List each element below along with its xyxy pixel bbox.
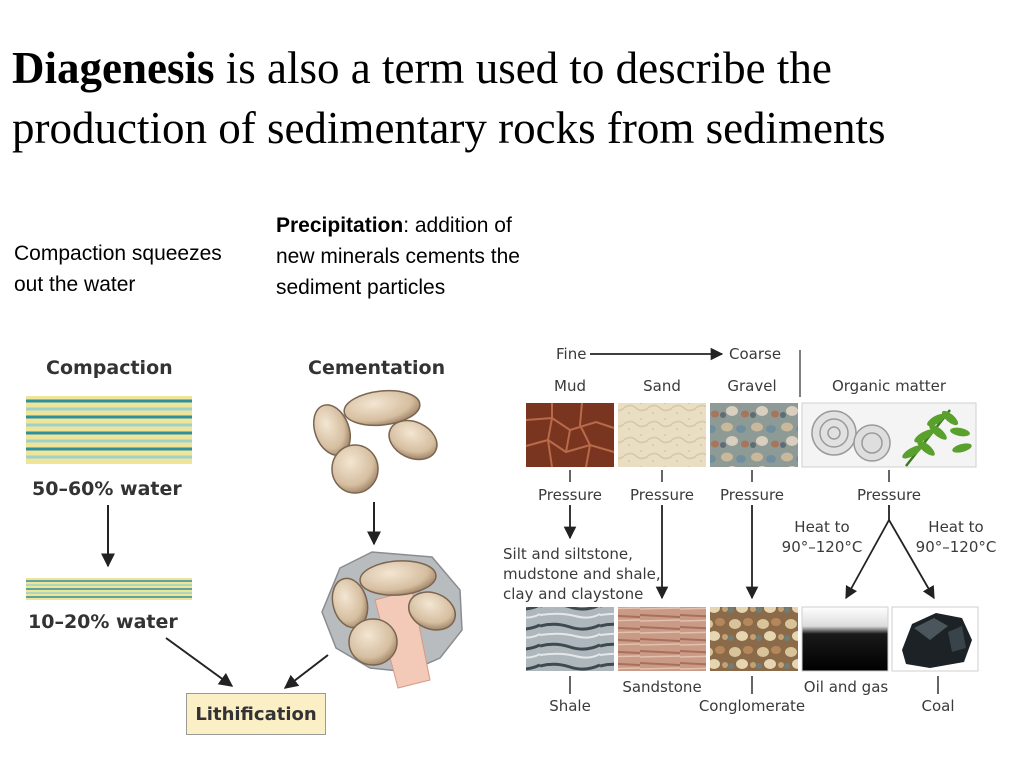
source-mud-label: Mud <box>554 377 586 395</box>
compaction-note: Compaction squeezes out the water <box>14 242 222 296</box>
pressure-label-mud: Pressure <box>537 486 603 504</box>
lithification-box: Lithification <box>186 693 326 735</box>
cemented-grains <box>321 551 463 689</box>
mud-products-label: Silt and siltstone, mudstone and shale, … <box>503 545 661 603</box>
pressure-label-gravel: Pressure <box>719 486 785 504</box>
compaction-high-water-layer <box>26 396 192 464</box>
source-sand-label: Sand <box>643 377 681 395</box>
organic-matter-tile <box>801 402 977 468</box>
coal-tile <box>891 606 979 672</box>
gravel-tile <box>710 403 798 467</box>
rock-conglomerate-label: Conglomerate <box>698 697 806 715</box>
compaction-low-water-layer <box>26 578 192 600</box>
water-content-high: 50–60% water <box>32 478 182 500</box>
water-content-low: 10–20% water <box>28 611 178 633</box>
source-organic-matter-label: Organic matter <box>831 377 947 395</box>
sandstone-tile <box>618 607 706 671</box>
slide-title: Diagenesis is also a term used to descri… <box>12 38 1016 158</box>
precipitation-note: Precipitation: addition of new minerals … <box>276 210 546 303</box>
pressure-label-organic: Pressure <box>856 486 922 504</box>
title-term: Diagenesis <box>12 43 215 93</box>
rock-oil-and-gas-label: Oil and gas <box>803 678 889 696</box>
scale-fine-label: Fine <box>556 345 587 363</box>
rock-coal-label: Coal <box>921 697 955 715</box>
precipitation-term: Precipitation <box>276 214 404 237</box>
source-gravel-label: Gravel <box>727 377 777 395</box>
sand-tile <box>618 403 706 467</box>
title-rest: is also a term used to describe the prod… <box>12 43 886 153</box>
oil-and-gas-tile <box>801 606 889 672</box>
scale-coarse-label: Coarse <box>729 345 782 363</box>
compaction-heading: Compaction <box>46 357 173 379</box>
cementation-heading: Cementation <box>308 357 446 379</box>
rock-shale-label: Shale <box>549 697 591 715</box>
precipitation-definition: : addition of new minerals cements the s… <box>276 214 520 299</box>
heat-label-oil: Heat to 90°–120°C <box>781 518 863 556</box>
conglomerate-tile <box>710 607 798 671</box>
pressure-label-sand: Pressure <box>629 486 695 504</box>
rock-sandstone-label: Sandstone <box>622 678 702 696</box>
loose-sediment-grains <box>312 389 438 494</box>
shale-tile <box>526 607 614 671</box>
heat-label-coal: Heat to 90°–120°C <box>915 518 997 556</box>
mud-tile <box>525 402 615 468</box>
